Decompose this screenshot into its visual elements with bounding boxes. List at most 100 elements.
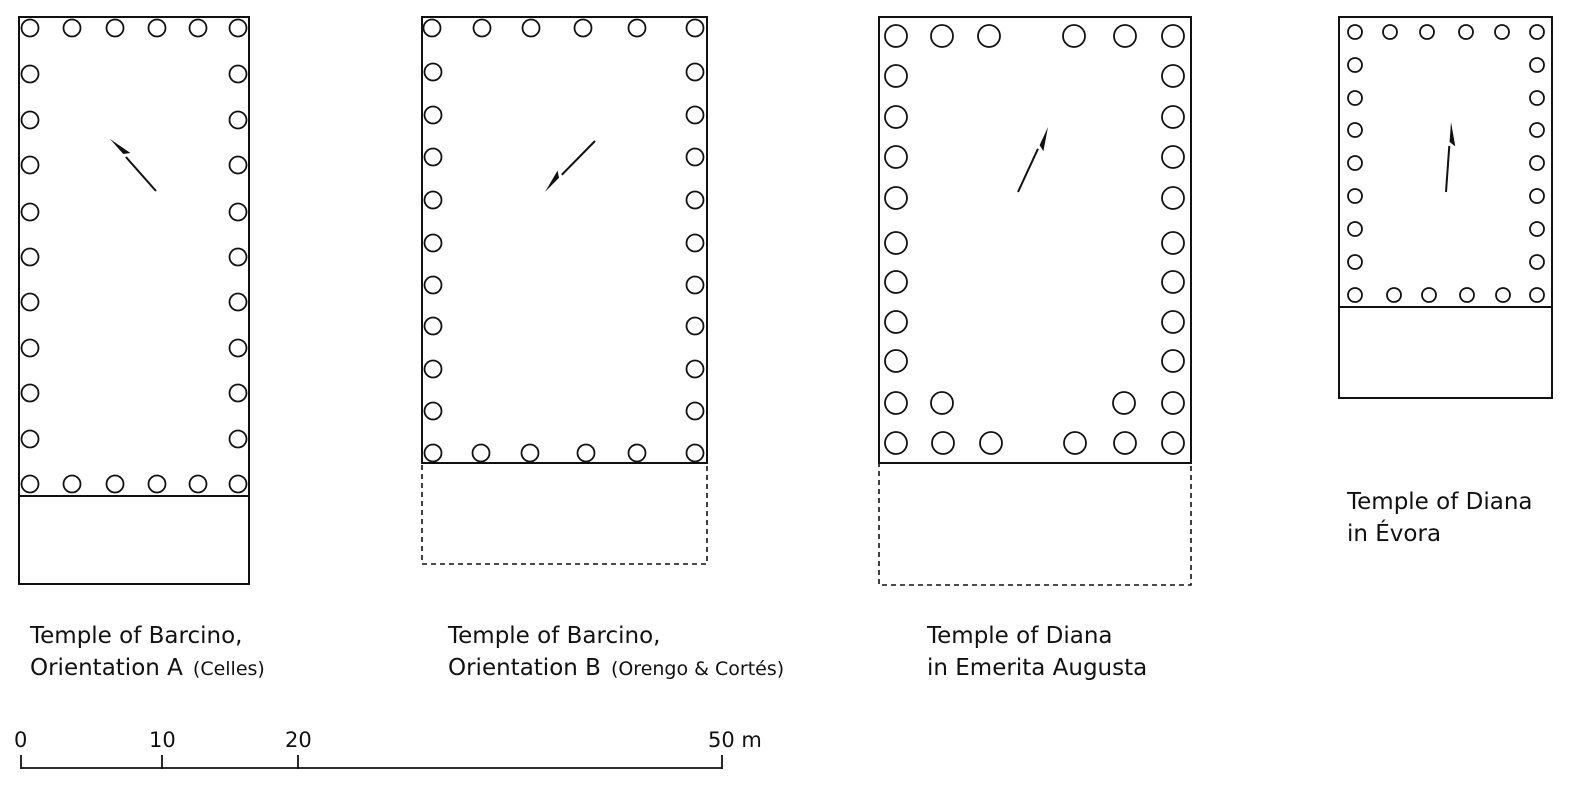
column	[422, 18, 442, 38]
column	[228, 383, 248, 403]
pronaos-outline	[1338, 306, 1553, 399]
column	[423, 359, 443, 379]
column	[521, 18, 541, 38]
column	[188, 474, 208, 494]
column	[228, 155, 248, 175]
column	[685, 18, 705, 38]
column	[1386, 287, 1402, 303]
label-line1: Temple of Diana	[1347, 489, 1533, 515]
column	[1529, 57, 1545, 73]
column	[423, 233, 443, 253]
label-line2: Orientation B	[448, 655, 601, 681]
label-line2: Orientation A	[30, 655, 183, 681]
column	[520, 443, 540, 463]
column	[1458, 24, 1474, 40]
column	[105, 474, 125, 494]
label-line1: Temple of Barcino,	[30, 623, 243, 649]
orientation-arrow-shaft	[1445, 145, 1451, 193]
column	[627, 18, 647, 38]
label-line1: Temple of Barcino,	[448, 623, 661, 649]
column	[228, 292, 248, 312]
column	[627, 443, 647, 463]
column	[1459, 287, 1475, 303]
column	[1347, 287, 1363, 303]
column	[1347, 90, 1363, 106]
column	[685, 359, 705, 379]
column	[20, 338, 40, 358]
column	[471, 443, 491, 463]
column	[884, 105, 908, 129]
column	[1347, 155, 1363, 171]
column	[930, 24, 954, 48]
column	[685, 105, 705, 125]
column	[685, 62, 705, 82]
column	[228, 474, 248, 494]
column	[1529, 122, 1545, 138]
column	[20, 292, 40, 312]
column	[228, 110, 248, 130]
column	[1112, 391, 1136, 415]
pronaos-outline	[18, 495, 250, 585]
column	[685, 443, 705, 463]
column	[1062, 24, 1086, 48]
column	[228, 338, 248, 358]
column	[573, 18, 593, 38]
column	[423, 275, 443, 295]
column	[1494, 24, 1510, 40]
column	[977, 24, 1001, 48]
column	[423, 147, 443, 167]
column	[228, 18, 248, 38]
column	[1161, 145, 1185, 169]
column	[423, 401, 443, 421]
column	[1529, 287, 1545, 303]
column	[884, 310, 908, 334]
column	[1529, 188, 1545, 204]
column	[1063, 431, 1087, 455]
column	[1347, 221, 1363, 237]
column	[20, 247, 40, 267]
scale-tick-label: 20	[285, 728, 312, 752]
column	[1529, 24, 1545, 40]
pronaos-outline	[421, 462, 708, 565]
orientation-arrow-shaft	[1017, 148, 1039, 193]
column	[884, 431, 908, 455]
scale-tick-label: 0	[14, 728, 28, 752]
column	[1419, 24, 1435, 40]
column	[147, 18, 167, 38]
column	[1161, 391, 1185, 415]
label-barcino-a: Temple of Barcino, Orientation A(Celles)	[30, 620, 265, 685]
column	[1347, 254, 1363, 270]
label-note: (Orengo & Cortés)	[610, 658, 785, 680]
column	[1161, 105, 1185, 129]
column	[685, 401, 705, 421]
column	[1529, 221, 1545, 237]
cella-outline	[878, 16, 1192, 464]
column	[685, 190, 705, 210]
column	[685, 233, 705, 253]
column	[1161, 310, 1185, 334]
column	[884, 391, 908, 415]
column	[105, 18, 125, 38]
column	[979, 431, 1003, 455]
orientation-arrow-shaft	[125, 156, 157, 192]
column	[1529, 90, 1545, 106]
label-diana-evora: Temple of Diana in Évora	[1347, 486, 1533, 550]
cella-outline	[1338, 16, 1553, 308]
column	[1529, 254, 1545, 270]
column	[685, 147, 705, 167]
column	[20, 64, 40, 84]
label-line2: in Emerita Augusta	[927, 655, 1148, 681]
column	[884, 270, 908, 294]
column	[147, 474, 167, 494]
column	[20, 429, 40, 449]
column	[228, 247, 248, 267]
label-line2: in Évora	[1347, 521, 1442, 547]
label-barcino-b: Temple of Barcino, Orientation B (Orengo …	[448, 620, 784, 685]
column	[685, 316, 705, 336]
column	[20, 155, 40, 175]
column	[228, 64, 248, 84]
column	[1113, 431, 1137, 455]
column	[188, 18, 208, 38]
column	[884, 24, 908, 48]
column	[576, 443, 596, 463]
